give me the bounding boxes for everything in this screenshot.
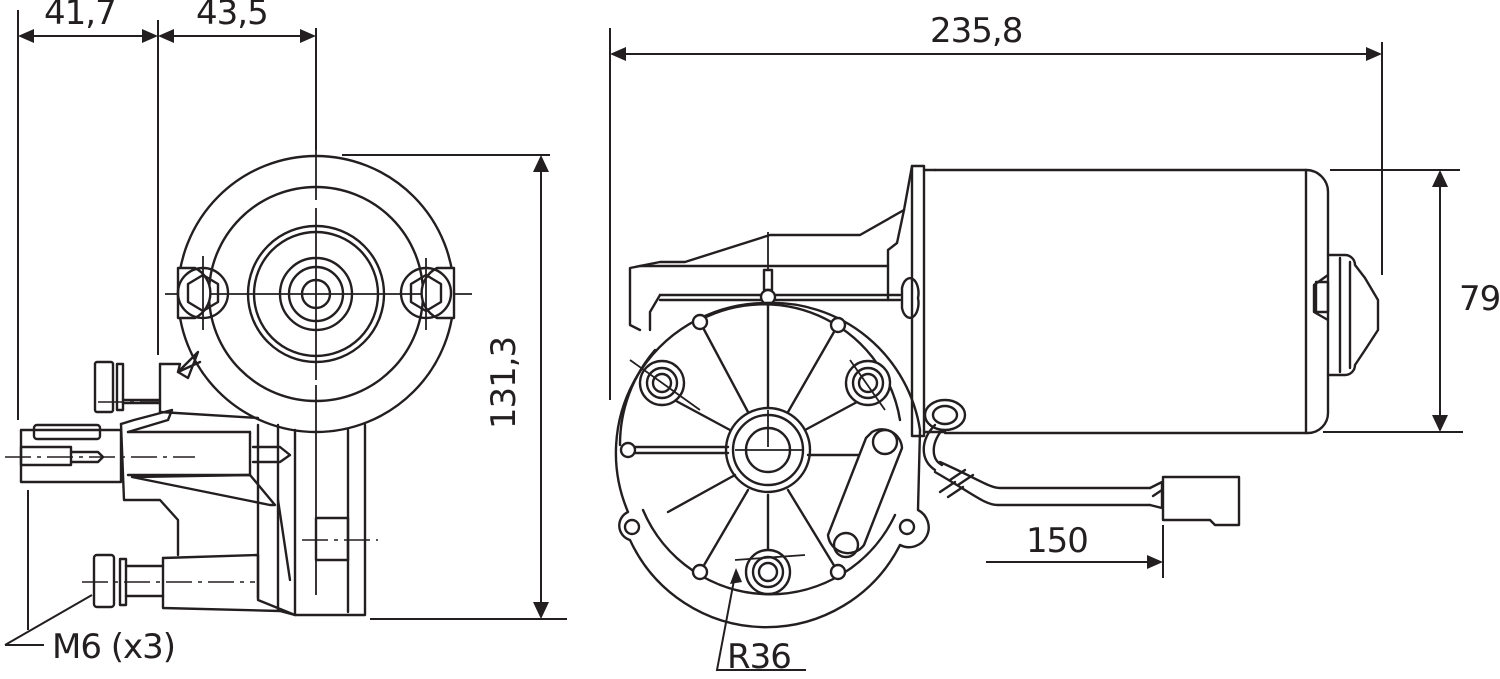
dimension-overall-length: 235,8 xyxy=(930,11,1023,51)
side-view xyxy=(609,28,1463,671)
dimension-radius: R36 xyxy=(727,637,792,677)
dimension-motor-diameter: 79 xyxy=(1459,279,1500,319)
bolt-spec-label: M6 (x3) xyxy=(52,627,176,667)
end-view xyxy=(4,10,567,646)
dimension-width-left: 41,7 xyxy=(44,0,117,33)
dimension-cable-length: 150 xyxy=(1026,521,1089,561)
dimension-height-end-view: 131,3 xyxy=(484,336,525,430)
dimension-width-right: 43,5 xyxy=(196,0,269,33)
